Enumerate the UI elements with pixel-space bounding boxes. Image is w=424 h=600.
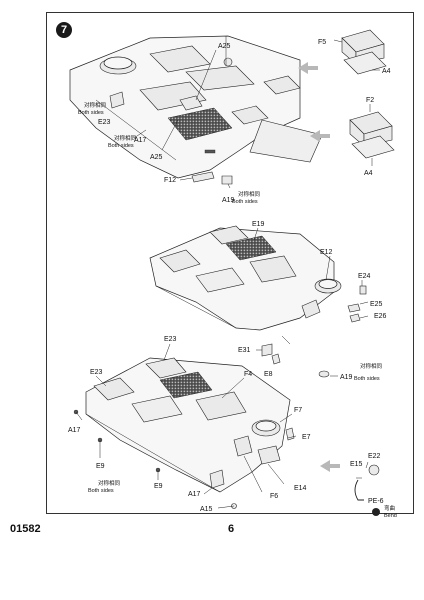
label-a17-top: A17 [134,137,147,144]
middle-hatch [249,255,297,283]
label-e26: E26 [374,313,387,320]
part-a19-top [221,175,233,185]
assembly-arrow-icon [320,460,340,472]
note-both-sides-en-1: Both sides [78,110,104,116]
label-a4-second: A4 [364,170,373,177]
step-number-badge: 7 [56,22,72,38]
label-e15: E15 [350,461,363,468]
part-e7 [285,427,295,441]
part-a19-mid [318,370,330,378]
top-hull-box-center [231,105,269,125]
label-e9-left: E9 [96,463,105,470]
part-f6 [233,435,253,457]
product-code: 01582 [10,523,41,535]
note-both-sides-cn-2: 对称相同 [114,134,137,142]
note-both-sides-cn-3: 对称相同 [238,190,261,198]
label-f2: F2 [366,97,374,104]
top-hatch-front [149,45,211,73]
top-right-exploded-parts [333,29,395,166]
top-turret-ring-inner [103,56,133,70]
top-detail-block [204,149,216,154]
label-a25-left: A25 [150,154,163,161]
part-e14 [257,445,281,465]
note-both-sides-en-5: Both sides [88,488,114,494]
part-e25 [347,303,361,313]
label-e25: E25 [370,301,383,308]
top-hull-a25 [179,95,203,111]
step-frame [46,12,414,514]
assembly-arrow-icon [310,130,330,142]
part-a4-base-top [343,51,387,75]
label-e24: E24 [358,273,371,280]
label-f5: F5 [318,39,326,46]
label-e8-mid: E8 [264,371,273,378]
top-hull-rear-deck [249,119,323,163]
top-hull-box-right [263,75,301,95]
label-f12: F12 [164,177,176,184]
bottom-hull-box-top [145,357,187,379]
middle-hull-body [149,227,335,331]
note-both-sides-en-3: Both sides [232,199,258,205]
label-e23-bottom-left: E23 [90,369,103,376]
bottom-hull-assembly [85,357,291,493]
label-bend: Bend [384,513,397,519]
top-engine-grill [167,107,233,141]
label-e23-bottom: E23 [164,336,177,343]
label-e14: E14 [294,485,307,492]
label-a19-top: A19 [222,197,235,204]
part-f12 [191,171,215,183]
note-both-sides-en-4: Both sides [354,376,380,382]
label-e22: E22 [368,453,381,460]
part-labels: F5 A4 F2 A4 A25 A25 E23 A17 F12 A19 对称相同… [68,39,397,519]
label-a25-top: A25 [218,43,231,50]
note-both-sides-cn-1: 对称相同 [84,101,107,109]
note-bend-cn: 弯曲 [384,504,395,512]
label-e12: E12 [320,249,333,256]
middle-hull-box-left [159,249,201,273]
middle-periscope [301,299,321,319]
bottom-engine-grill [159,371,213,399]
label-e7: E7 [302,434,311,441]
bottom-hatch-left [131,395,183,423]
label-a17-lower: A17 [188,491,201,498]
label-f7: F7 [294,407,302,414]
part-e23-top [109,91,125,109]
label-e19: E19 [252,221,265,228]
middle-hull-assembly [149,225,342,331]
bottom-hull-box-left [93,377,135,401]
part-e24 [359,285,367,295]
middle-hull-box-top [209,225,249,245]
label-e23-top: E23 [98,119,111,126]
bend-icon [372,508,380,516]
note-both-sides-cn-5: 对称相同 [98,479,121,487]
note-both-sides-cn-4: 对称相同 [360,362,383,370]
bottom-hatch-f4 [195,391,247,421]
label-a15: A15 [200,506,213,513]
label-e9-mid: E9 [154,483,163,490]
note-both-sides-en-2: Both sides [108,143,134,149]
label-f4: F4 [244,371,252,378]
middle-hatch-left [195,267,245,293]
pe6-bend-detail [354,464,380,516]
part-e31 [261,343,273,357]
top-detail-cylinder [223,57,233,67]
page-number: 6 [228,523,235,535]
part-e8-mid [271,353,281,365]
label-e31: E31 [238,347,251,354]
part-e26 [349,313,361,323]
label-pe6: PE-6 [368,498,384,505]
middle-engine-grill [225,235,277,261]
part-e22 [368,464,380,476]
part-a17-lower [209,469,225,489]
top-hatch-center [185,65,255,91]
label-a19-mid: A19 [340,374,353,381]
label-a4-top: A4 [382,68,391,75]
part-a4-base-second [351,135,395,159]
label-a17-bottom: A17 [68,427,81,434]
label-f6: F6 [270,493,278,500]
assembly-arrow-icon [298,62,318,74]
